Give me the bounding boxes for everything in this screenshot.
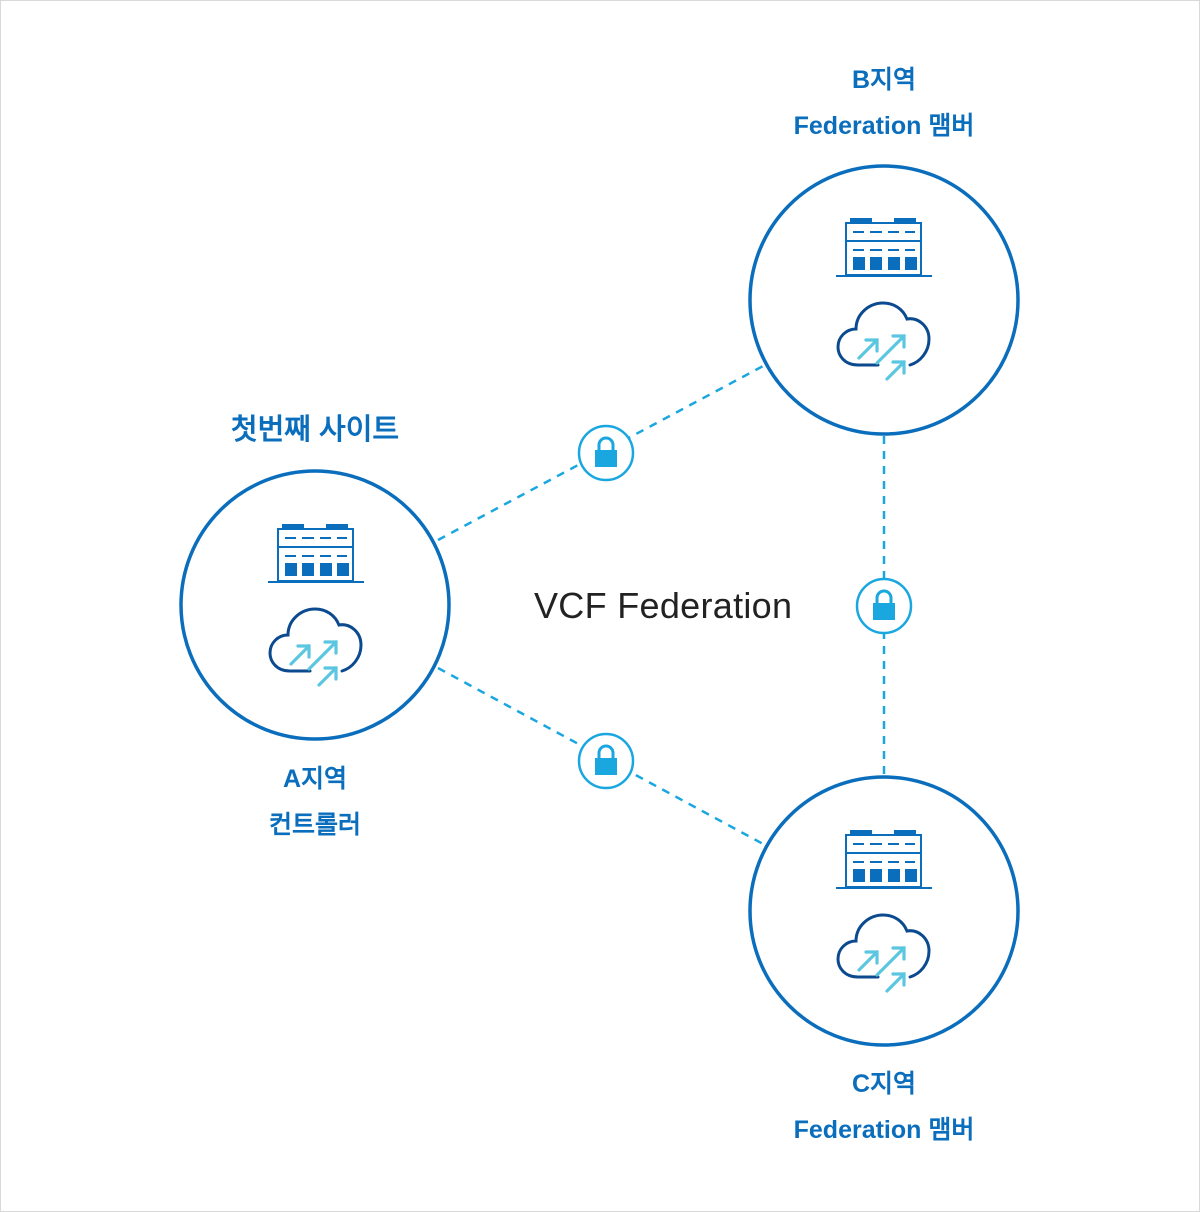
node-c-circle — [748, 775, 1020, 1047]
node-b-circle — [748, 164, 1020, 436]
node-c-region: C지역 — [851, 1070, 917, 1098]
node-a-label: A지역 컨트롤러 — [115, 756, 515, 848]
diagram-title: VCF Federation — [534, 585, 793, 626]
node-b-role: Federation 맴버 — [793, 112, 975, 140]
node-a-region: A지역 — [282, 765, 348, 793]
node-b-label: B지역 Federation 맴버 — [684, 57, 1084, 149]
lock-icon-a-c — [577, 732, 635, 790]
lock-icon-b-c — [855, 577, 913, 635]
node-a-circle — [179, 469, 451, 741]
lock-icon-a-b — [577, 424, 635, 482]
node-c-label: C지역 Federation 맴버 — [684, 1061, 1084, 1153]
node-b — [748, 164, 1020, 436]
node-c — [748, 775, 1020, 1047]
node-c-role: Federation 맴버 — [793, 1116, 975, 1144]
node-b-region: B지역 — [851, 66, 917, 94]
node-a-site-label: 첫번째 사이트 — [230, 414, 400, 446]
node-a — [179, 469, 451, 741]
node-a-role: 컨트롤러 — [268, 811, 361, 839]
